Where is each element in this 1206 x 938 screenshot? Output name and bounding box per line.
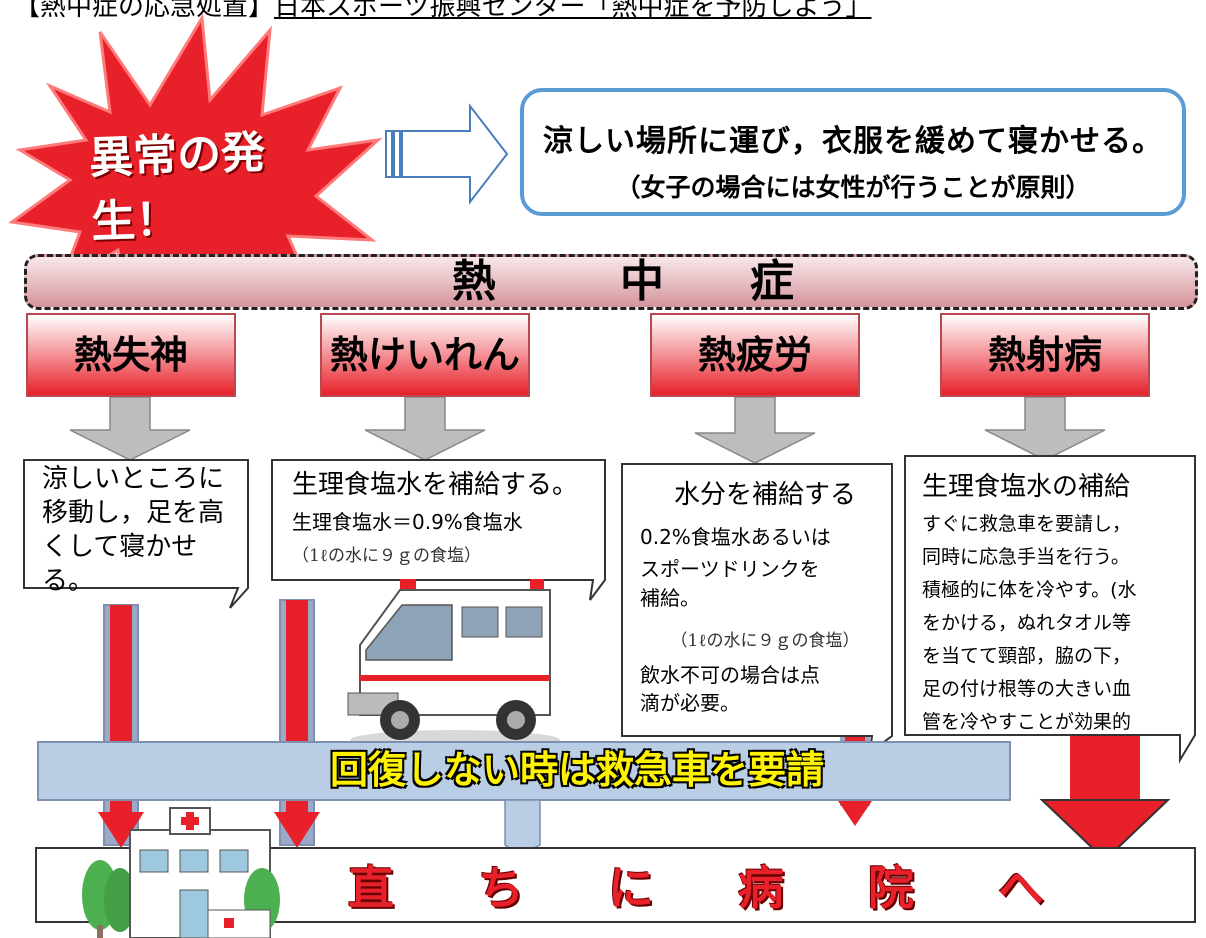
stroke-heading: 生理食塩水の補給: [922, 472, 1131, 502]
exhaustion-heading: 水分を補給する: [673, 480, 856, 510]
syncope-line: 涼しいところに: [42, 464, 225, 494]
first-aid-callout: 涼しい場所に運び，衣服を緩めて寝かせる。 （女子の場合には女性が行うことが原則）: [520, 88, 1186, 216]
cramps-saline: 生理食塩水＝0.9%食塩水: [292, 510, 523, 534]
stroke-line: すぐに救急車を要請し，: [922, 513, 1132, 535]
hospital-char-5: 院: [868, 861, 914, 915]
category-arrows: [69, 396, 1106, 464]
desc-boxes: [23, 455, 1196, 764]
stroke-line: 管を冷やすことが効果的: [922, 711, 1132, 733]
stroke-line: 同時に応急手当を行う。: [922, 546, 1130, 568]
burst-arrow-shape: [385, 103, 509, 205]
header-title: 【熱中症の応急処置】: [14, 0, 275, 22]
ambulance-graphic: [347, 579, 560, 750]
cramps-note: （1ℓの水に９ｇの食塩）: [292, 546, 481, 566]
stroke-line: をかける，ぬれタオル等: [922, 612, 1132, 634]
cramps-description: 生理食塩水を補給する。 生理食塩水＝0.9%食塩水 （1ℓの水に９ｇの食塩）: [292, 468, 602, 566]
stroke-description: 生理食塩水の補給 すぐに救急車を要請し， 同時に応急手当を行う。 積極的に体を冷…: [922, 470, 1197, 739]
exhaustion-line1: 0.2%食塩水あるいは: [640, 525, 831, 549]
syncope-line: る。: [42, 566, 95, 596]
first-aid-line2: （女子の場合には女性が行うことが原則）: [615, 173, 1091, 202]
hospital-char-3: に: [608, 861, 654, 915]
hospital-char-1: 直: [348, 861, 394, 915]
hospital-char-4: 病: [738, 861, 784, 915]
header: 【熱中症の応急処置】日本スポーツ振興センター「熱中症を予防しよう」: [14, 0, 872, 23]
hospital-graphic: [82, 807, 280, 938]
stroke-line: 足の付け根等の大きい血: [922, 678, 1132, 700]
exhaustion-note: （1ℓの水に９ｇの食塩）: [670, 631, 860, 651]
stroke-line: 積極的に体を冷やす。(水: [922, 579, 1137, 601]
ambulance-banner-text: 回復しない時は救急車を要請: [330, 748, 825, 792]
syncope-line: くして寝かせ: [42, 532, 198, 562]
syncope-description: 涼しいところに 移動し，足を高 くして寝かせ る。: [42, 462, 242, 598]
first-aid-line1: 涼しい場所に運び，衣服を緩めて寝かせる。: [543, 124, 1163, 159]
hospital-char-6: へ: [998, 861, 1044, 915]
hospital-bar-shape: [35, 847, 1196, 923]
category-heat-syncope: 熱失神: [26, 313, 236, 397]
heatstroke-title-bar: [24, 254, 1198, 310]
exhaustion-line2: スポーツドリンクを: [640, 557, 820, 581]
category-heat-stroke: 熱射病: [940, 313, 1150, 397]
title-char-1: 熱: [452, 256, 496, 307]
stroke-line: を当てて頸部，脇の下，: [922, 645, 1132, 667]
hospital-char-2: ち: [478, 861, 524, 915]
title-char-2: 中: [620, 256, 664, 307]
title-char-3: 症: [750, 256, 794, 307]
category-heat-cramps: 熱けいれん: [320, 313, 530, 397]
exhaustion-description: 水分を補給する 0.2%食塩水あるいは スポーツドリンクを 補給。 （1ℓの水に…: [640, 478, 890, 717]
exhaustion-line3: 補給。: [640, 586, 700, 610]
category-heat-exhaustion: 熱疲労: [650, 313, 860, 397]
header-source: 日本スポーツ振興センター「熱中症を予防しよう」: [274, 0, 872, 22]
burst-label: 異常の発生！: [88, 127, 266, 249]
stroke-body: すぐに救急車を要請し， 同時に応急手当を行う。 積極的に体を冷やす。(水 をかけ…: [922, 508, 1197, 739]
exhaustion-line5: 滴が必要。: [640, 691, 740, 715]
cramps-heading: 生理食塩水を補給する。: [292, 470, 579, 500]
syncope-line: 移動し，足を高: [42, 498, 225, 528]
exhaustion-line4: 飲水不可の場合は点: [640, 663, 820, 687]
